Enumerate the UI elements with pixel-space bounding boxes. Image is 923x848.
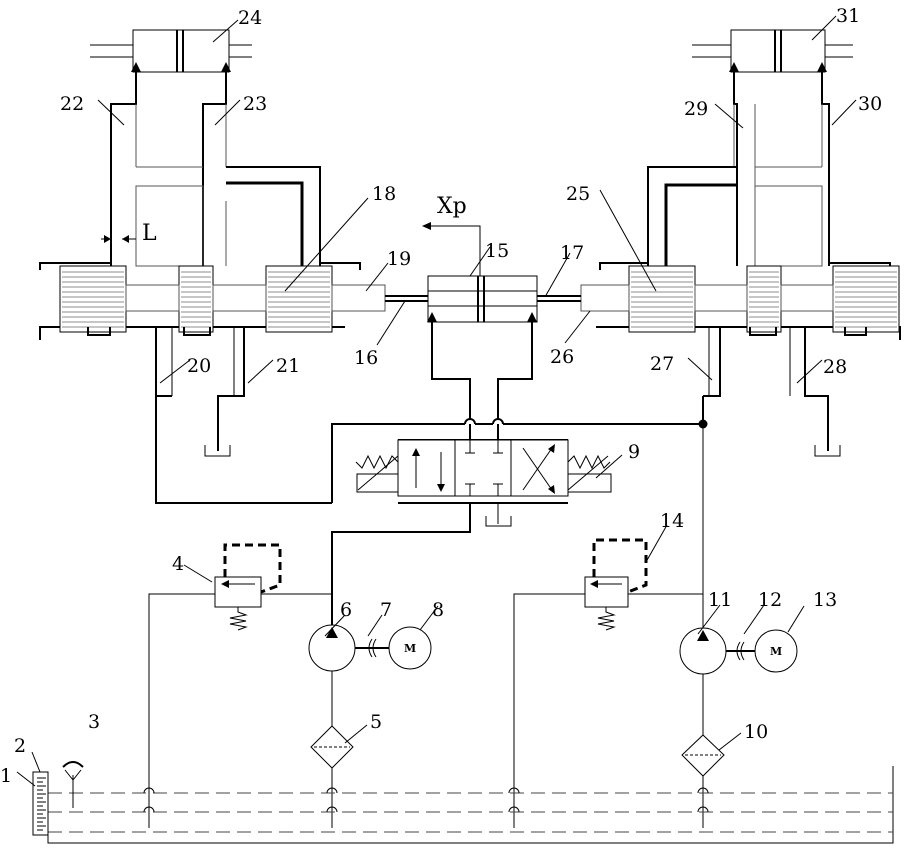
label-28: 28 — [823, 356, 847, 378]
label-23: 23 — [243, 93, 267, 115]
right-valve-body — [537, 72, 900, 456]
label-8: 8 — [432, 599, 444, 621]
label-20: 20 — [187, 355, 211, 377]
left-valve-body — [40, 72, 428, 456]
gap-label: L — [142, 221, 157, 246]
label-22: 22 — [60, 93, 84, 115]
motor-label-8: M — [404, 642, 416, 655]
displacement-label: Xp — [437, 194, 467, 219]
label-30: 30 — [858, 93, 882, 115]
label-5: 5 — [370, 711, 382, 733]
cylinder-24 — [90, 30, 252, 72]
label-13: 13 — [813, 589, 837, 611]
label-24: 24 — [238, 7, 262, 29]
label-4: 4 — [172, 553, 184, 575]
label-3: 3 — [88, 711, 100, 733]
label-10: 10 — [744, 721, 768, 743]
label-25: 25 — [566, 183, 590, 205]
label-17: 17 — [560, 242, 584, 264]
label-7: 7 — [380, 599, 392, 621]
leader-lines — [17, 16, 856, 786]
actuator-cylinder-15 — [422, 222, 537, 420]
label-6: 6 — [340, 599, 352, 621]
label-16: 16 — [354, 347, 378, 369]
label-2: 2 — [14, 735, 26, 757]
label-21: 21 — [276, 355, 300, 377]
left-pump-circuit — [149, 545, 431, 828]
label-27: 27 — [650, 353, 674, 375]
label-9: 9 — [628, 441, 640, 463]
label-14: 14 — [660, 510, 684, 532]
label-18: 18 — [372, 183, 396, 205]
label-31: 31 — [836, 5, 860, 27]
label-29: 29 — [684, 98, 708, 120]
right-pump-circuit — [514, 540, 797, 828]
label-12: 12 — [758, 589, 782, 611]
cylinder-31 — [692, 30, 853, 72]
label-11: 11 — [708, 589, 732, 611]
label-26: 26 — [550, 346, 574, 368]
part-labels: 1 2 3 4 5 6 7 8 9 10 11 12 13 14 15 16 1… — [0, 5, 882, 787]
label-1: 1 — [0, 765, 12, 787]
label-19: 19 — [387, 248, 411, 270]
label-15: 15 — [485, 240, 509, 262]
motor-label-13: M — [770, 645, 782, 658]
oil-tank — [33, 762, 893, 843]
